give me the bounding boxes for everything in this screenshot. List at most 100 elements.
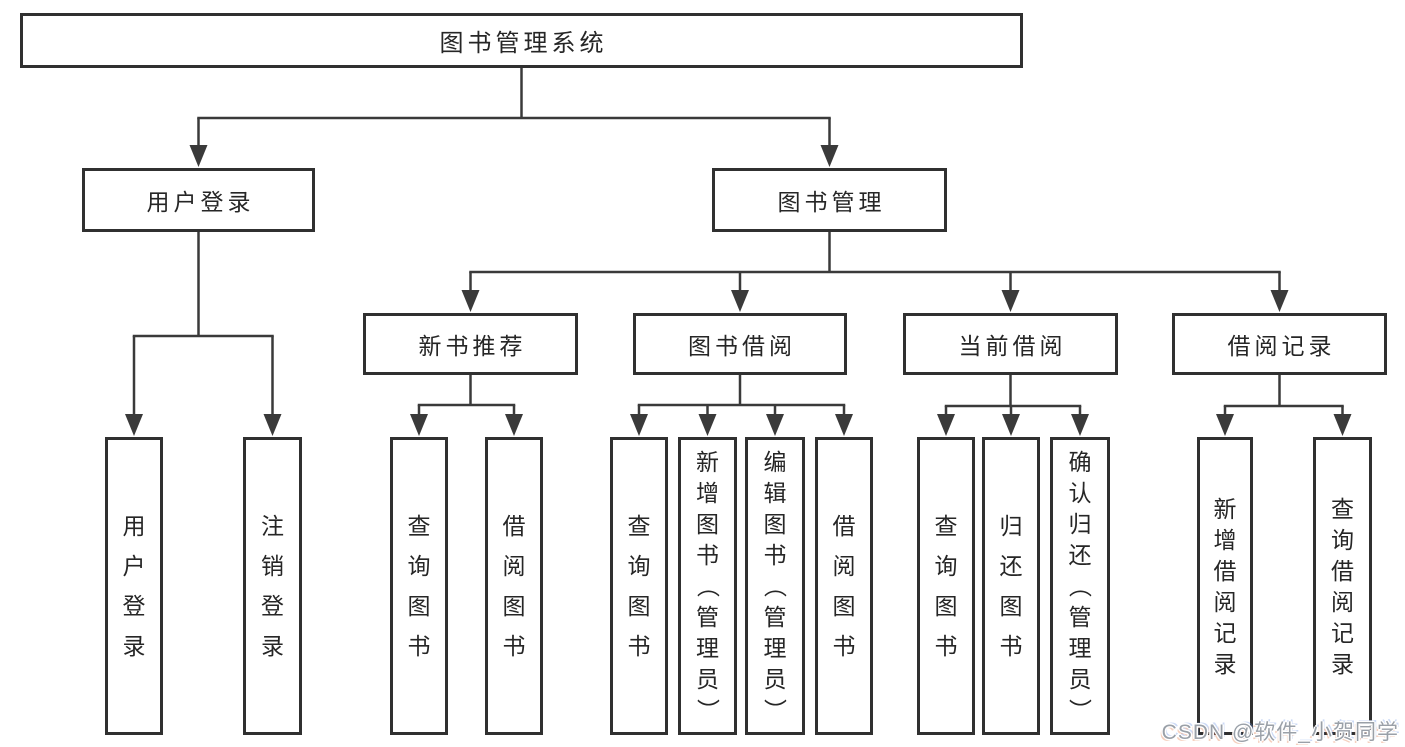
label-char: 书	[763, 542, 787, 568]
node-label: 查询图书	[626, 514, 652, 658]
label-char: 辑	[763, 480, 787, 506]
node-label: 归还图书	[998, 514, 1024, 658]
node-query-books-3: 查询图书	[917, 437, 975, 735]
node-label: 确认归还 （ 管理员 ）	[1067, 450, 1093, 722]
label-char: （	[762, 574, 788, 598]
label-char: 确	[1068, 449, 1092, 475]
label-char: 询	[627, 553, 651, 579]
label-char: 借	[832, 513, 856, 539]
label-char: 记	[1213, 619, 1237, 646]
label-char: 图	[832, 593, 856, 619]
label-char: 编	[763, 449, 787, 475]
label-char: 登	[261, 593, 284, 619]
node-query-books-2: 查询图书	[610, 437, 668, 735]
node-label: 查询图书	[406, 514, 432, 658]
label-char: 新	[696, 449, 719, 475]
label-char: 理	[1068, 635, 1092, 661]
label-char: 管	[763, 604, 787, 630]
label-char: 登	[122, 593, 146, 619]
node-label: 注销登录	[260, 514, 286, 658]
label-char: 归	[1068, 511, 1092, 537]
label-char: 图	[934, 593, 958, 619]
label-char: 借	[1331, 557, 1354, 584]
label-char: 还	[1068, 542, 1092, 568]
label-char: 书	[407, 633, 431, 659]
node-book-mgmt-group: 图书管理	[712, 168, 947, 232]
label-char: 注	[261, 513, 284, 539]
label-char: 询	[1331, 526, 1354, 553]
label-char: 员	[763, 666, 787, 692]
label-char: ）	[1067, 698, 1093, 722]
label-char: 增	[696, 480, 719, 506]
label-char: 管	[696, 604, 719, 630]
label-char: 理	[696, 635, 719, 661]
label-char: 查	[934, 513, 958, 539]
node-query-borrow-record: 查询借阅记录	[1313, 437, 1372, 735]
label-char: 录	[1331, 650, 1354, 677]
label-char: 归	[999, 513, 1023, 539]
node-label: 新书推荐	[418, 333, 527, 359]
label-char: 阅	[1213, 588, 1237, 615]
label-char: ）	[694, 698, 721, 722]
node-label: 借阅记录	[1227, 333, 1336, 359]
node-label: 新增图书 （ 管理员 ）	[695, 450, 721, 722]
node-current-borrow: 当前借阅	[903, 313, 1118, 375]
node-label: 图书管理系统	[439, 30, 608, 57]
label-char: 书	[999, 633, 1023, 659]
label-char: 书	[696, 542, 719, 568]
node-label: 图书管理	[777, 189, 886, 215]
label-char: 书	[627, 633, 651, 659]
label-char: 阅	[832, 553, 856, 579]
label-char: 查	[1331, 495, 1354, 522]
node-add-book-admin: 新增图书 （ 管理员 ）	[678, 437, 737, 735]
label-char: 管	[1068, 604, 1092, 630]
label-char: 销	[261, 553, 284, 579]
node-label: 借阅图书	[501, 514, 527, 658]
node-query-books-1: 查询图书	[390, 437, 448, 735]
label-char: 阅	[1331, 588, 1354, 615]
node-root: 图书管理系统	[20, 13, 1023, 68]
label-char: 书	[934, 633, 958, 659]
node-edit-book-admin: 编辑图书（管理员）	[745, 437, 805, 735]
label-char: 员	[696, 666, 719, 692]
label-char: 询	[407, 553, 431, 579]
node-add-borrow-record: 新增借阅记录	[1197, 437, 1253, 735]
node-book-borrow: 图书借阅	[633, 313, 847, 375]
label-char: 图	[696, 511, 719, 537]
node-label: 新增借阅记录	[1212, 497, 1238, 676]
label-char: 查	[407, 513, 431, 539]
node-user-login: 用户登录	[105, 437, 163, 735]
label-char: 录	[1213, 650, 1237, 677]
label-char: 用	[122, 513, 146, 539]
label-char: 图	[999, 593, 1023, 619]
label-char: （	[1067, 574, 1093, 598]
watermark-text: CSDN @软件_小贺同学	[1161, 721, 1399, 744]
node-user-login-group: 用户登录	[82, 168, 315, 232]
label-char: 还	[999, 553, 1023, 579]
label-char: ）	[762, 698, 788, 722]
label-char: 员	[1068, 666, 1092, 692]
label-char: 新	[1213, 495, 1237, 522]
label-char: 借	[1213, 557, 1237, 584]
label-char: 查	[627, 513, 651, 539]
label-char: 借	[502, 513, 526, 539]
node-borrow-records: 借阅记录	[1172, 313, 1387, 375]
node-label: 用户登录	[121, 514, 147, 658]
label-char: 认	[1068, 480, 1092, 506]
node-confirm-return-admin: 确认归还 （ 管理员 ）	[1050, 437, 1110, 735]
node-borrow-books-1: 借阅图书	[485, 437, 543, 735]
label-char: （	[694, 574, 721, 598]
node-label: 查询借阅记录	[1330, 497, 1356, 676]
label-char: 图	[627, 593, 651, 619]
label-char: 询	[934, 553, 958, 579]
node-borrow-books-2: 借阅图书	[815, 437, 873, 735]
node-label: 查询图书	[933, 514, 959, 658]
label-char: 录	[261, 633, 284, 659]
label-char: 图	[502, 593, 526, 619]
node-new-book-rec: 新书推荐	[363, 313, 578, 375]
label-char: 记	[1331, 619, 1354, 646]
node-logout: 注销登录	[243, 437, 302, 735]
node-label: 图书借阅	[688, 333, 796, 359]
